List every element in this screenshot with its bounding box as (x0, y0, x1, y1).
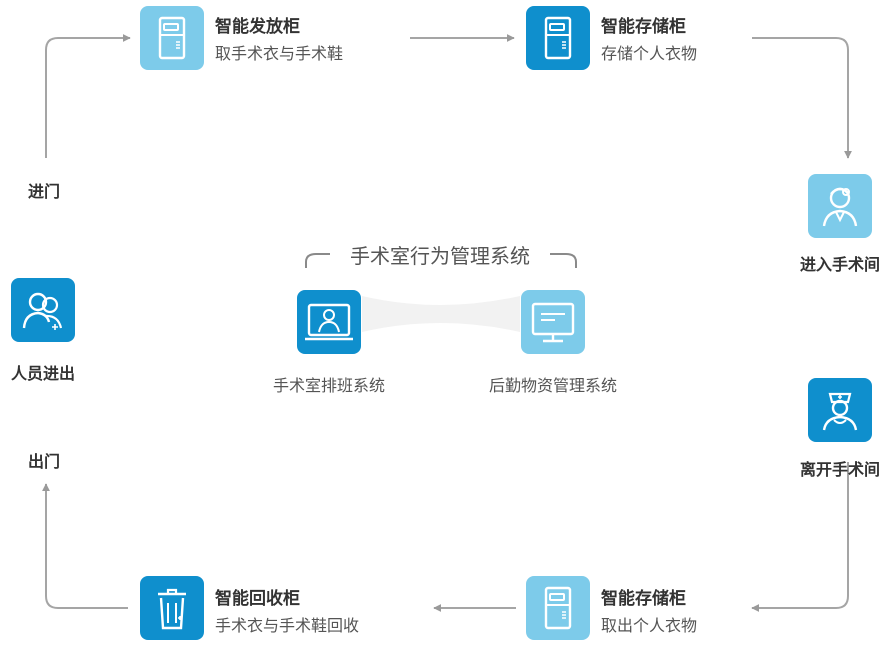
system-link (362, 296, 520, 332)
trash-bin-icon (140, 576, 204, 640)
logistics-system-label: 后勤物资管理系统 (488, 376, 617, 395)
nurse-icon (808, 378, 872, 442)
storage-cabinet-in-title: 智能存储柜 (601, 17, 686, 37)
recycle-cabinet-title: 智能回收柜 (215, 589, 300, 609)
computer-monitor-icon (521, 290, 585, 354)
dispense-cabinet-subtitle: 取手术衣与手术鞋 (215, 44, 344, 63)
leave-room-label: 离开手术间 (799, 460, 880, 479)
video-monitor-icon (297, 290, 361, 354)
storage-cabinet-in-subtitle: 存储个人衣物 (601, 44, 698, 63)
arrow-leave-room-to-storage (751, 462, 849, 612)
cabinet-icon (140, 6, 204, 70)
recycle-cabinet-subtitle: 手术衣与手术鞋回收 (215, 616, 360, 635)
cabinet-icon (526, 6, 590, 70)
doctor-icon (808, 174, 872, 238)
cabinet-icon (526, 576, 590, 640)
title-bracket (305, 253, 577, 268)
people-label: 人员进出 (10, 364, 75, 383)
dispense-cabinet-title: 智能发放柜 (215, 17, 300, 37)
enter-door-label: 进门 (27, 182, 60, 201)
people-icon (11, 278, 75, 342)
exit-door-label: 出门 (27, 452, 60, 471)
scheduling-system-label: 手术室排班系统 (272, 376, 385, 395)
storage-cabinet-out-title: 智能存储柜 (601, 589, 686, 609)
arrow-enter-to-dispense (45, 34, 131, 158)
storage-cabinet-out-subtitle: 取出个人衣物 (601, 616, 698, 635)
enter-room-label: 进入手术间 (799, 255, 880, 274)
arrow-recycle-to-exit (42, 483, 128, 609)
arrow-storage-to-enter-room (752, 37, 852, 159)
system-title: 手术室行为管理系统 (350, 244, 530, 268)
